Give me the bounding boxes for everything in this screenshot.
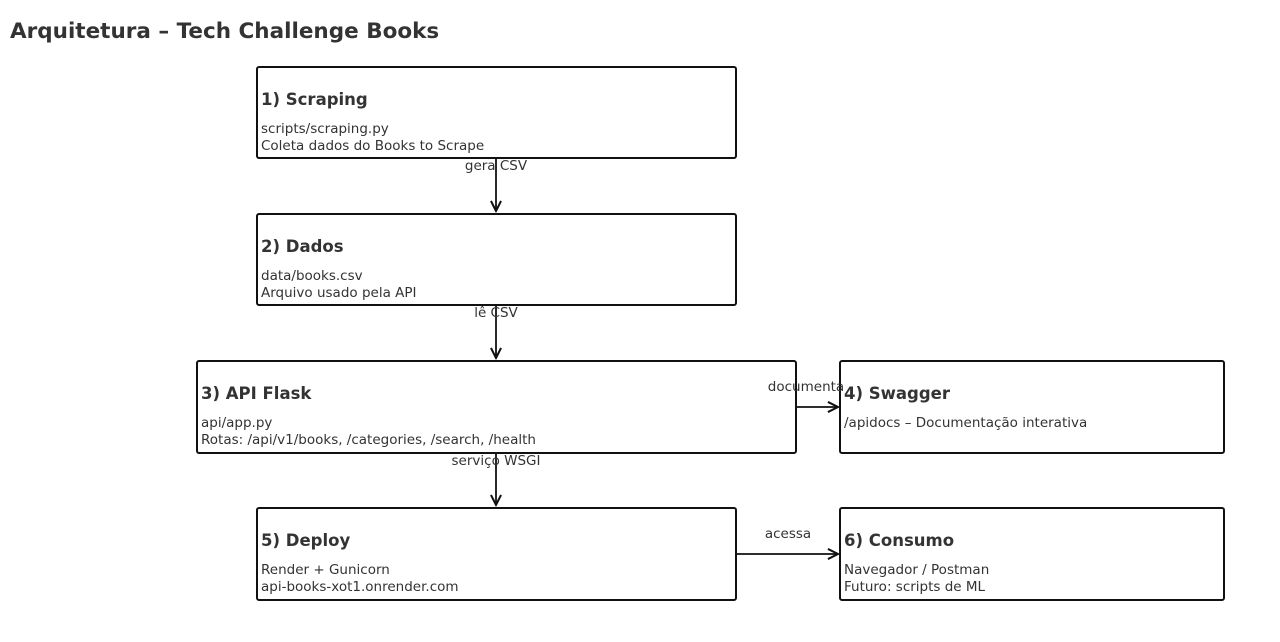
node-api-line-2: Rotas: /api/v1/books, /categories, /sear… [201, 432, 536, 448]
node-scraping: 1) Scraping scripts/scraping.py Coleta d… [256, 66, 737, 159]
edge-label-le-csv: lê CSV [474, 305, 518, 321]
node-consumo-line-2: Futuro: scripts de ML [844, 579, 986, 595]
node-dados-heading: 2) Dados [261, 237, 344, 256]
node-dados-line-2: Arquivo usado pela API [261, 285, 417, 301]
node-deploy: 5) Deploy Render + Gunicorn api-books-xo… [256, 507, 737, 601]
node-deploy-heading: 5) Deploy [261, 531, 351, 550]
node-api-heading: 3) API Flask [201, 384, 312, 403]
node-api: 3) API Flask api/app.py Rotas: /api/v1/b… [196, 360, 797, 454]
node-dados-line-1: data/books.csv [261, 268, 363, 284]
edge-label-acessa: acessa [764, 526, 812, 542]
edge-label-documenta: documenta [767, 379, 845, 395]
node-consumo-line-1: Navegador / Postman [844, 562, 990, 578]
node-dados: 2) Dados data/books.csv Arquivo usado pe… [256, 213, 737, 306]
node-deploy-line-1: Render + Gunicorn [261, 562, 390, 578]
node-scraping-line-1: scripts/scraping.py [261, 121, 389, 137]
node-scraping-heading: 1) Scraping [261, 90, 368, 109]
node-swagger-heading: 4) Swagger [844, 384, 950, 403]
node-consumo-heading: 6) Consumo [844, 531, 955, 550]
edge-label-gera-csv: gera CSV [464, 158, 528, 174]
node-deploy-line-2: api-books-xot1.onrender.com [261, 579, 459, 595]
node-swagger-line-1: /apidocs – Documentação interativa [844, 415, 1088, 431]
diagram-title: Arquitetura – Tech Challenge Books [10, 19, 440, 44]
node-consumo: 6) Consumo Navegador / Postman Futuro: s… [839, 507, 1225, 601]
node-scraping-line-2: Coleta dados do Books to Scrape [261, 138, 485, 154]
node-swagger: 4) Swagger /apidocs – Documentação inter… [839, 360, 1225, 454]
edge-label-servico-wsgi: serviço WSGI [451, 453, 541, 469]
node-api-line-1: api/app.py [201, 415, 273, 431]
